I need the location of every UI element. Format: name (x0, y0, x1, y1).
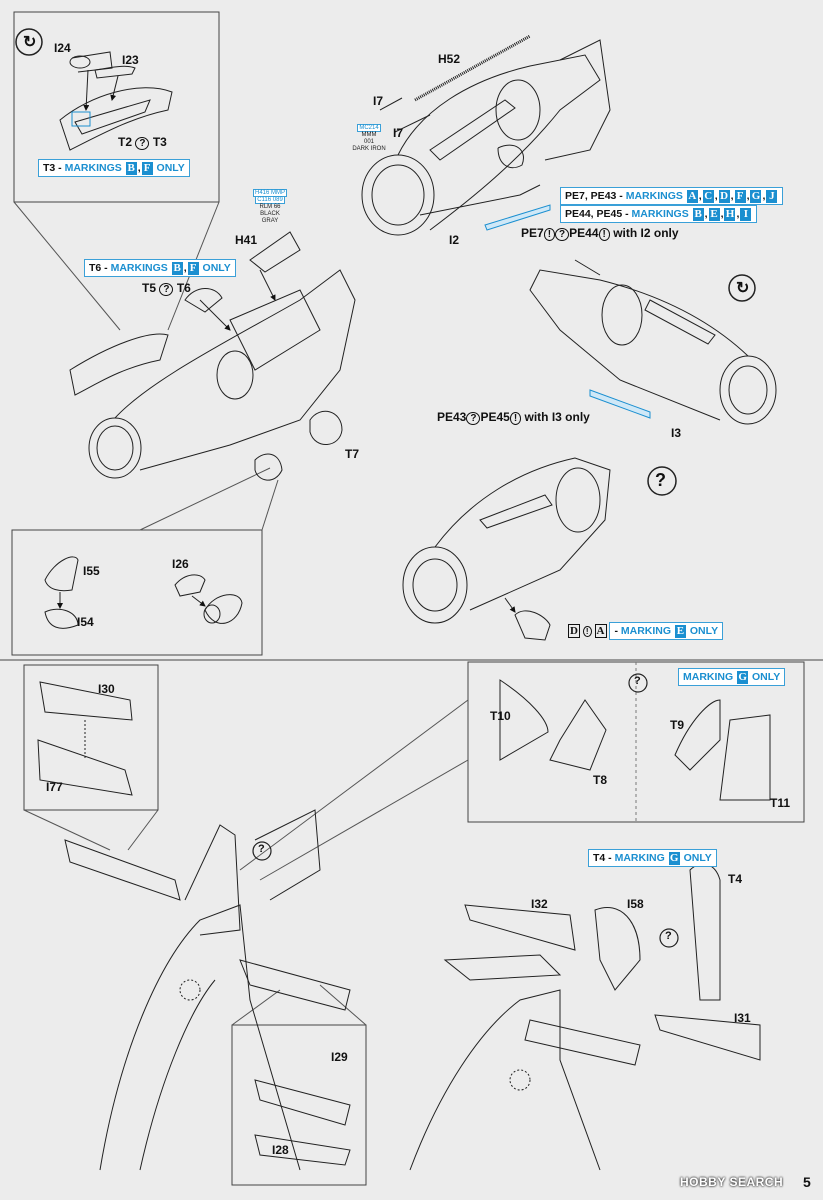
tail-assembly-right (409, 863, 761, 1171)
flip-icon: ↻ (23, 34, 37, 51)
part-label: T8 (593, 773, 608, 787)
fuselage-cockpit (69, 231, 356, 481)
tail-assembly-left (64, 809, 351, 1171)
part-label: I29 (331, 1050, 348, 1064)
paint-callout: MC214 MMM 001 DARK IRON (352, 124, 386, 152)
part-label: I32 (531, 897, 548, 911)
option-label: T5 ? T6 (142, 281, 191, 296)
part-label: I24 (54, 41, 71, 55)
part-label: T4 (728, 872, 743, 886)
page-number: 5 (803, 1174, 811, 1190)
inset-frame-rudder (231, 1024, 367, 1186)
marking-note: T4 - MARKING G ONLY (588, 849, 717, 867)
part-label: I23 (122, 53, 139, 67)
part-label: I58 (627, 897, 644, 911)
marking-note: PE44, PE45 - MARKINGS B,E,H,I (560, 205, 758, 223)
paint-callout: H416 MMP C116 089 RLM 66 BLACK GRAY (252, 189, 287, 224)
part-label: T11 (770, 796, 791, 810)
marking-note: PE7, PE43 - MARKINGS A,C,D,F,G,J (560, 187, 784, 205)
part-label: T9 (670, 718, 685, 732)
part-label: I31 (734, 1011, 751, 1025)
option-note: PE7!?PE44! with I2 only (521, 226, 679, 241)
part-label: I7 (393, 126, 404, 140)
part-label: I26 (172, 557, 189, 571)
part-label: I77 (46, 780, 63, 794)
inset-frame-top-left (13, 11, 220, 203)
marking-note: MARKING G ONLY (678, 668, 786, 686)
part-label: I28 (272, 1143, 289, 1157)
part-label: I3 (671, 426, 682, 440)
optional-icon: ? (258, 843, 265, 855)
part-label: H52 (438, 52, 461, 66)
optional-icon: ? (665, 930, 672, 942)
part-label: T7 (345, 447, 360, 461)
part-label: H41 (235, 233, 258, 247)
engine-cowling-bottom (402, 457, 611, 641)
marking-note: T3 - MARKINGS B,F ONLY (38, 159, 190, 177)
flip-icon-right: ↻ (736, 280, 750, 297)
optional-icon: ? (634, 675, 641, 687)
part-label: I54 (77, 615, 94, 629)
optional-icon: ? (655, 470, 666, 490)
watermark: HOBBY SEARCH (680, 1175, 784, 1189)
part-label: T10 (490, 709, 511, 723)
option-label: T2 ? T3 (118, 135, 167, 150)
option-note: PE43?PE45! with I3 only (437, 410, 590, 425)
marking-note: D ! A - MARKING E ONLY (568, 622, 724, 640)
inset-frame-stab (23, 664, 159, 811)
engine-cowling-right (529, 259, 777, 425)
engine-cowling-top (361, 34, 611, 236)
part-label: I30 (98, 682, 115, 696)
inset-frame-intake (11, 529, 263, 656)
marking-note: T6 - MARKINGS B,F ONLY (84, 259, 236, 277)
part-label: I2 (449, 233, 460, 247)
part-label: I55 (83, 564, 100, 578)
part-label: I7 (373, 94, 384, 108)
